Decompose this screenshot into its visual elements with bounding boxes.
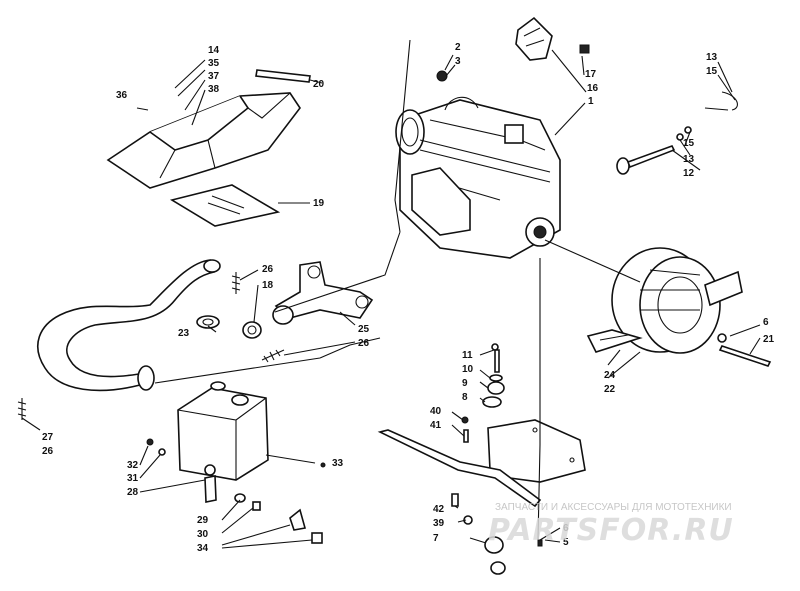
callout-25: 25: [358, 324, 370, 335]
exhaust-gaskets: [196, 305, 294, 339]
exhaust-pipe: [36, 259, 221, 392]
watermark-logo: PARTSFOR.RU: [488, 513, 734, 548]
engine-mount-plate: [377, 419, 586, 508]
callout-27: 27: [42, 432, 54, 443]
callout-13-mid: 13: [683, 154, 695, 165]
callout-2: 2: [455, 42, 461, 53]
callout-13-top: 13: [706, 52, 718, 63]
spring-13-15: [676, 91, 738, 141]
callout-9: 9: [462, 378, 468, 389]
fitting-3: [436, 70, 448, 82]
callout-33: 33: [332, 458, 344, 469]
callout-42: 42: [433, 504, 445, 515]
callout-14: 14: [208, 45, 220, 56]
fuel-pump: [515, 16, 553, 61]
callout-34: 34: [197, 543, 209, 554]
callout-30: 30: [197, 529, 209, 540]
callout-16: 16: [587, 83, 599, 94]
callout-10: 10: [462, 364, 474, 375]
callout-15-mid: 15: [683, 138, 695, 149]
callout-5: 5: [563, 537, 569, 548]
callout-6-bottom: 6: [563, 523, 569, 534]
leader-lines: [21, 39, 761, 549]
watermark-tagline: ЗАПЧАСТИ И АКСЕССУАРЫ ДЛЯ МОТОТЕХНИКИ: [495, 502, 732, 513]
callout-24: 24: [604, 370, 616, 381]
callout-8: 8: [462, 392, 468, 403]
callout-15-top: 15: [706, 66, 718, 77]
callout-39: 39: [433, 518, 445, 529]
callout-6-right: 6: [763, 317, 769, 328]
callout-11: 11: [462, 350, 473, 361]
filter-sheet: [169, 184, 281, 227]
oil-tank: [177, 381, 269, 503]
drive-clutch: [611, 247, 743, 354]
callout-29: 29: [197, 515, 209, 526]
callout-41: 41: [430, 420, 442, 431]
callout-labels: 14 35 37 38 20 36 19 2 3 17 16 1 13 15 1…: [42, 42, 775, 554]
callout-20: 20: [313, 79, 325, 90]
callout-32: 32: [127, 460, 139, 471]
grommet-17: [579, 44, 590, 54]
callout-28: 28: [127, 487, 139, 498]
callout-38: 38: [208, 84, 220, 95]
callout-3: 3: [455, 56, 461, 67]
callout-18: 18: [262, 280, 274, 291]
callout-17: 17: [585, 69, 597, 80]
callout-26-mid: 26: [358, 338, 370, 349]
callout-31: 31: [127, 473, 139, 484]
callout-26-bottom: 26: [42, 446, 54, 457]
callout-40: 40: [430, 406, 442, 417]
watermark: ЗАПЧАСТИ И АКСЕССУАРЫ ДЛЯ МОТОТЕХНИКИ PA…: [488, 502, 734, 548]
mount-hardware: [451, 343, 543, 575]
callout-26-top: 26: [262, 264, 274, 275]
callout-23: 23: [178, 328, 190, 339]
bolt-12: [616, 145, 676, 175]
callout-21: 21: [763, 334, 775, 345]
clutch-tool-24: [586, 329, 643, 353]
bolt-21: [717, 333, 772, 367]
callout-22: 22: [604, 384, 616, 395]
springs-26: [17, 272, 285, 420]
oil-tank-hardware: [146, 438, 326, 544]
engine-assembly: [395, 96, 561, 259]
mounting-strap: [255, 69, 311, 83]
callout-36: 36: [116, 90, 128, 101]
callout-19: 19: [313, 198, 325, 209]
air-silencer-tray: [106, 92, 301, 189]
callout-1: 1: [588, 96, 594, 107]
callout-37: 37: [208, 71, 220, 82]
callout-35: 35: [208, 58, 220, 69]
callout-12: 12: [683, 168, 695, 179]
callout-7: 7: [433, 533, 439, 544]
